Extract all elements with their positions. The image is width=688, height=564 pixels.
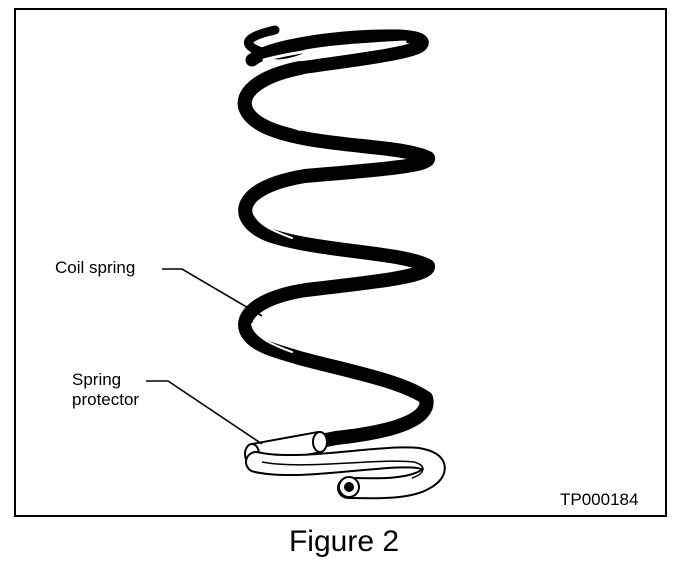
spring-protector-label-line1: Spring (72, 370, 122, 389)
coil-spring-label: Coil spring (55, 258, 136, 277)
spring-protector-label-line2: protector (72, 390, 140, 409)
coil-spring (237, 25, 435, 449)
coil-spring-leader-line (162, 268, 263, 317)
figure-code: TP000184 (560, 490, 639, 509)
spring-protector (244, 430, 446, 500)
figure-caption: Figure 2 (288, 525, 400, 558)
spring-protector-leader-line (146, 380, 263, 445)
